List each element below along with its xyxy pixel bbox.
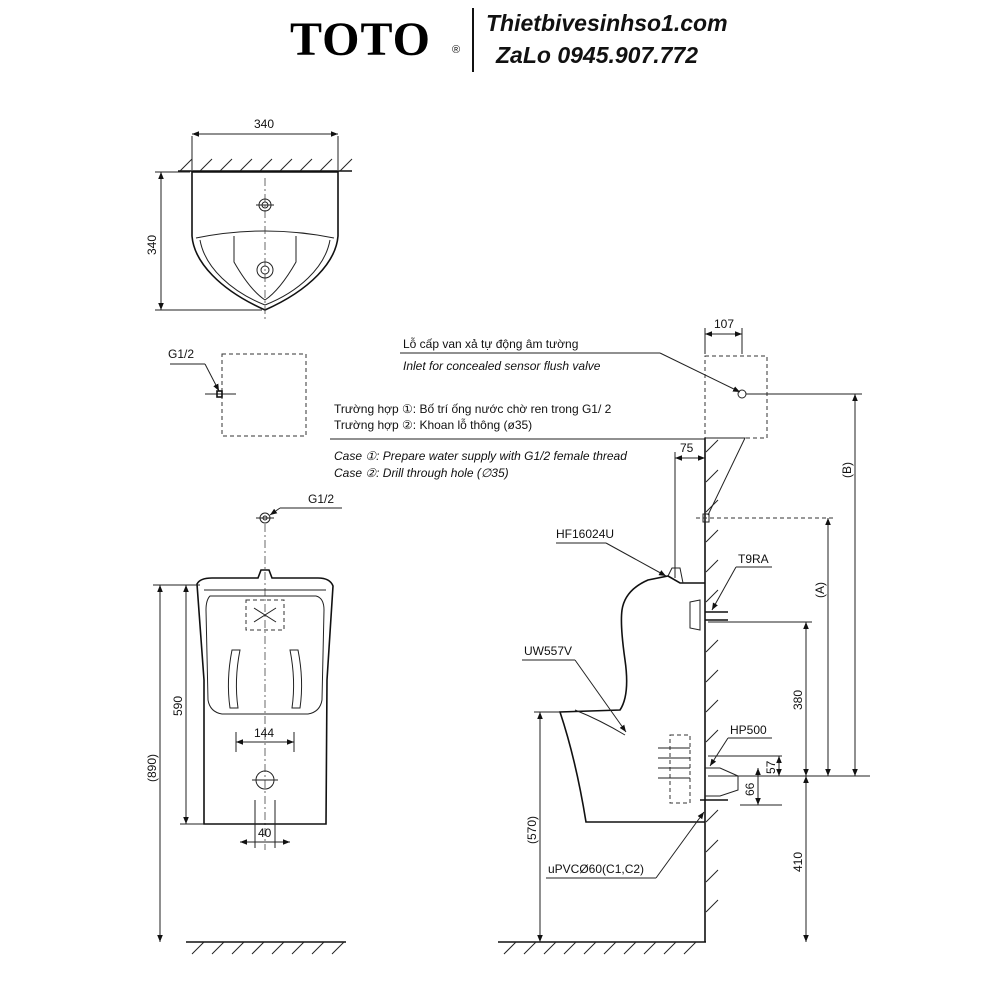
- part-upvc: uPVCØ60(C1,C2): [548, 862, 644, 876]
- header-divider: [472, 8, 474, 72]
- note-en-case1: Case ①: Prepare water supply with G1/2 f…: [334, 449, 627, 463]
- side-dim-A: (A): [813, 582, 827, 598]
- registered-mark: ®: [452, 44, 461, 56]
- front-dim-590: 590: [171, 696, 185, 716]
- part-uw557v: UW557V: [524, 644, 572, 658]
- side-dim-380: 380: [791, 690, 805, 710]
- note-vn-inlet: Lỗ cấp van xả tự động âm tường: [403, 336, 578, 351]
- side-floor-hatch: [503, 941, 697, 955]
- top-view-outline: [191, 171, 339, 311]
- urinal-side-outline: [558, 575, 705, 823]
- note-en-case2: Case ②: Drill through hole (∅35): [334, 466, 509, 480]
- note-vn-case1: Trường hợp ①: Bố trí ống nước chờ ren tr…: [334, 402, 612, 416]
- header: TOTO ® Thietbivesinhso1.com ZaLo 0945.90…: [0, 0, 1000, 80]
- website-text: Thietbivesinhso1.com: [486, 10, 728, 36]
- side-dim-410: 410: [791, 852, 805, 872]
- side-dim-66: 66: [743, 782, 757, 796]
- front-dim-40: 40: [258, 826, 272, 840]
- side-dim-107: 107: [714, 317, 734, 331]
- side-wall-hatch: [705, 439, 719, 913]
- front-dim-144: 144: [254, 726, 274, 740]
- note-vn-case2: Trường hợp ②: Khoan lỗ thông (ø35): [334, 417, 532, 432]
- notes: Lỗ cấp van xả tự động âm tường Inlet for…: [330, 336, 741, 480]
- side-dim-75: 75: [680, 441, 694, 455]
- inlet-detail: G1/2: [168, 347, 307, 437]
- front-view: G1/2 144 40 590 (890): [145, 492, 346, 955]
- side-dim-B: (B): [840, 462, 854, 478]
- side-dim-570: (570): [525, 816, 539, 844]
- part-hf16024u: HF16024U: [556, 527, 614, 541]
- zalo-phone-text: ZaLo 0945.907.772: [496, 42, 699, 68]
- top-drain-icon: [256, 261, 274, 279]
- part-hp500: HP500: [730, 723, 767, 737]
- g12-label-b: G1/2: [308, 492, 334, 506]
- top-view: 340 340: [145, 117, 353, 320]
- side-view: 107 75 (A) (B) 380 57 66 410: [498, 317, 870, 955]
- top-depth-dim: 340: [145, 235, 159, 255]
- urinal-front-outline: [196, 569, 334, 825]
- toto-logo: TOTO: [290, 13, 431, 66]
- front-floor-hatch: [191, 941, 345, 955]
- part-t9ra: T9RA: [738, 552, 769, 566]
- front-dim-890: (890): [145, 754, 159, 782]
- top-width-dim: 340: [254, 117, 274, 131]
- note-en-inlet: Inlet for concealed sensor flush valve: [403, 359, 601, 373]
- top-wall-hatch: [179, 158, 353, 172]
- g12-label-a: G1/2: [168, 347, 194, 361]
- side-dim-57: 57: [764, 760, 778, 774]
